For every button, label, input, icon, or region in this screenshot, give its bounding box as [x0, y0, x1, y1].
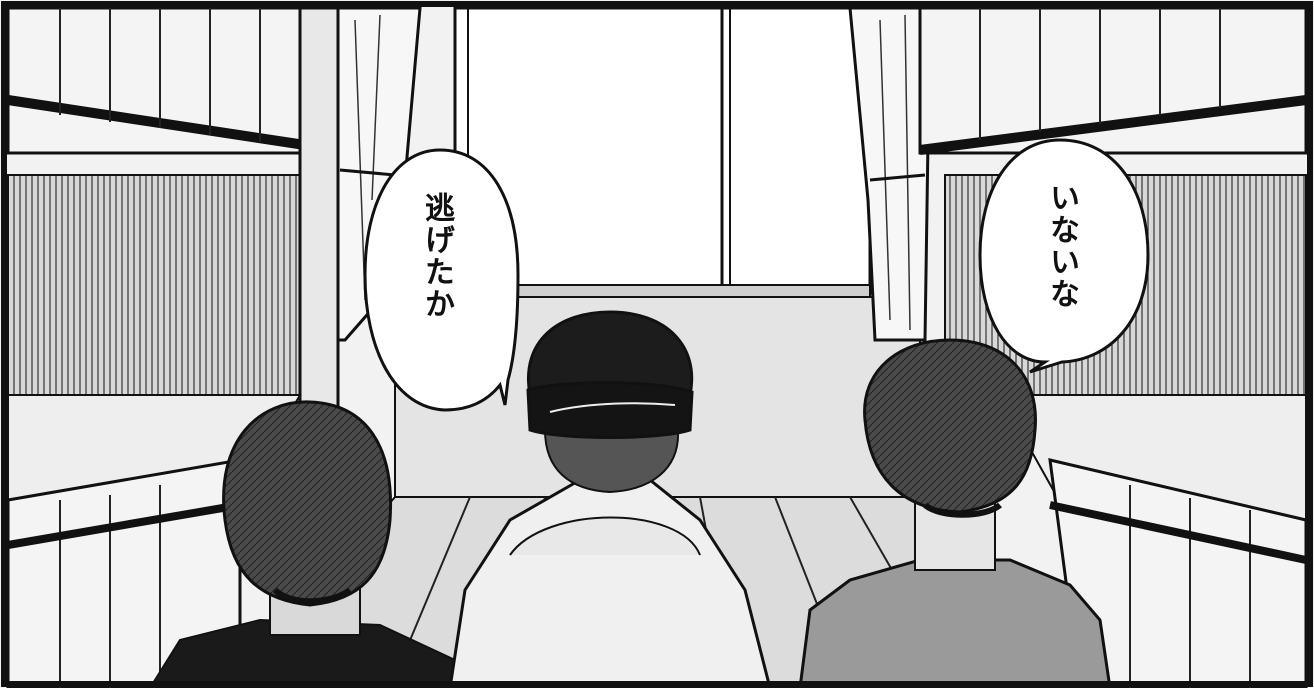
character-right — [798, 338, 1112, 690]
bunk-bed-left — [6, 6, 340, 690]
speech-text-left: 逃げたか — [419, 192, 454, 320]
speech-text-right: いないな — [1044, 182, 1079, 310]
speech-bubble-left — [363, 148, 520, 412]
character-middle — [448, 310, 772, 690]
curtain-right — [848, 6, 932, 342]
character-left — [148, 400, 472, 689]
speech-bubble-right — [978, 138, 1150, 374]
window — [453, 6, 872, 298]
